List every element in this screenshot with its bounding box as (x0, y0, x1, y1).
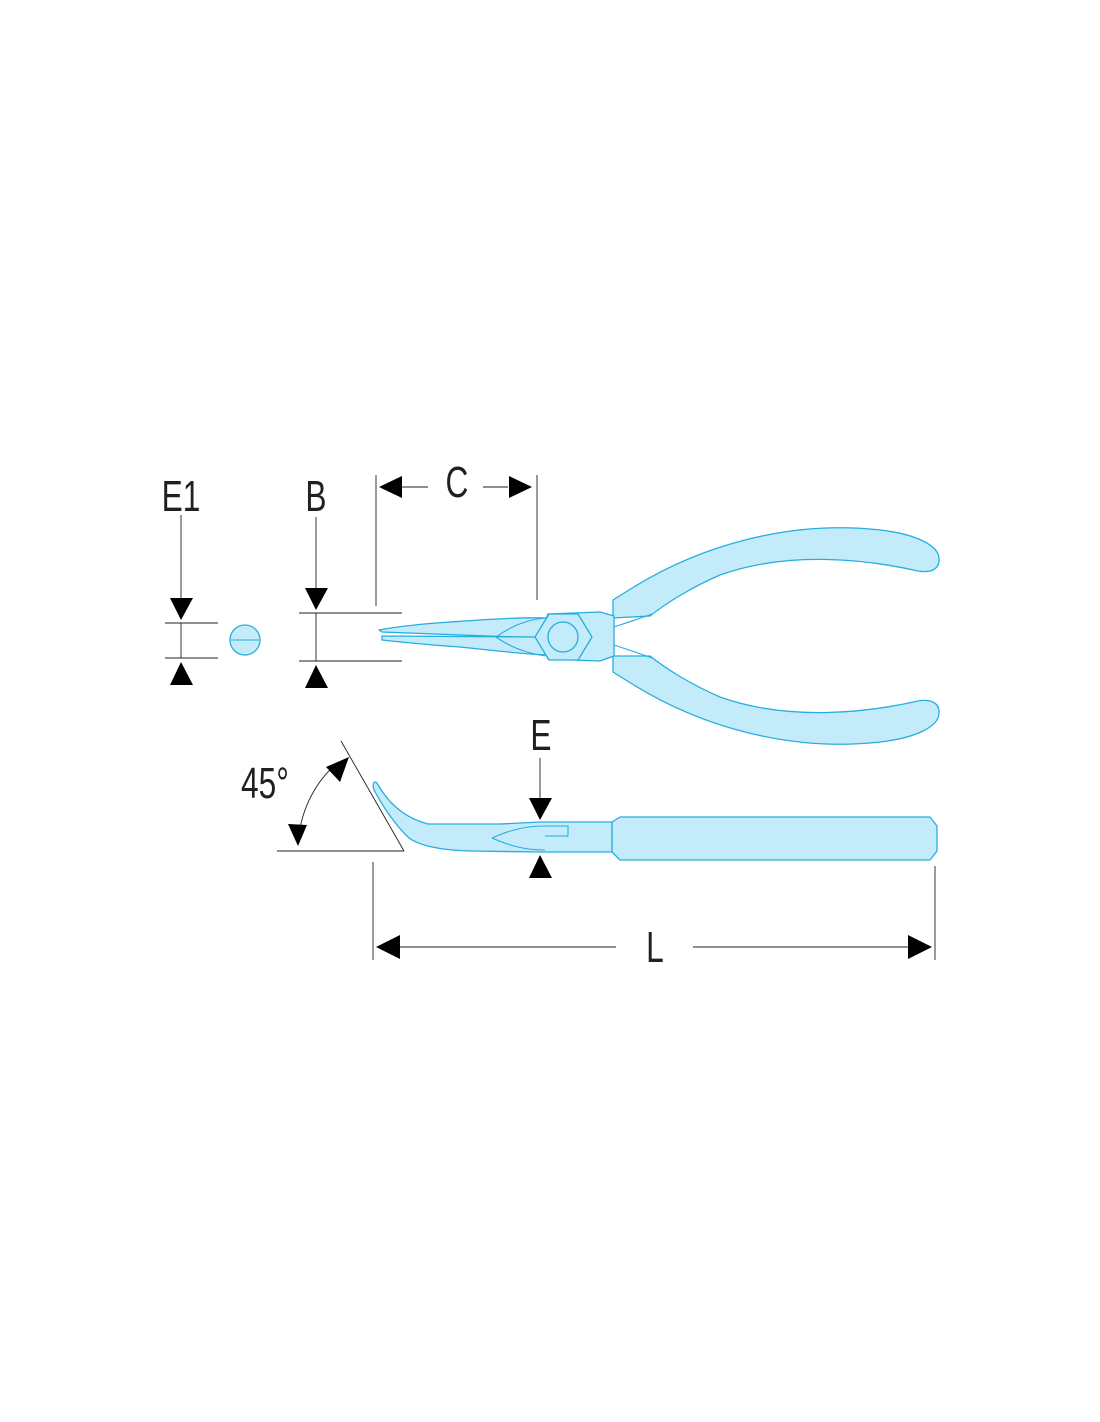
pivot-rivet (547, 621, 579, 653)
lower-jaw (381, 635, 549, 656)
e-arrow-down (529, 798, 552, 820)
l-arrow-left (376, 935, 400, 959)
upper-handle (612, 527, 940, 619)
b-arrow-down (305, 588, 328, 610)
angle-arrow-top (326, 757, 349, 782)
upper-jaw (378, 617, 549, 639)
label-b: B (305, 472, 326, 521)
angle-arc (298, 762, 339, 835)
c-arrow-left (379, 476, 402, 498)
pliers-top-view (378, 527, 940, 745)
e1-arrow-up (170, 662, 193, 685)
label-c: C (446, 458, 469, 507)
l-arrow-right (908, 935, 932, 959)
side-jaw-detail (491, 825, 569, 851)
jaw-cross-section (229, 624, 261, 656)
e1-arrow-down (170, 598, 193, 620)
e-arrow-up (529, 855, 552, 878)
label-angle: 45° (241, 759, 289, 808)
dimension-labels: E1 B C E 45° L (162, 458, 664, 972)
angle-slanted-line (340, 740, 405, 852)
angle-arrow-bottom (288, 824, 307, 846)
label-e: E (530, 711, 551, 760)
c-arrow-right (509, 476, 532, 498)
label-e1: E1 (162, 472, 201, 521)
jaw-bevel (495, 617, 546, 657)
b-arrow-up (305, 665, 328, 688)
side-bent-jaw (372, 781, 613, 853)
lower-handle (612, 655, 940, 745)
label-l: L (646, 923, 664, 972)
pliers-side-view (372, 781, 938, 861)
side-handle (611, 816, 938, 861)
dimension-lines (165, 475, 936, 960)
